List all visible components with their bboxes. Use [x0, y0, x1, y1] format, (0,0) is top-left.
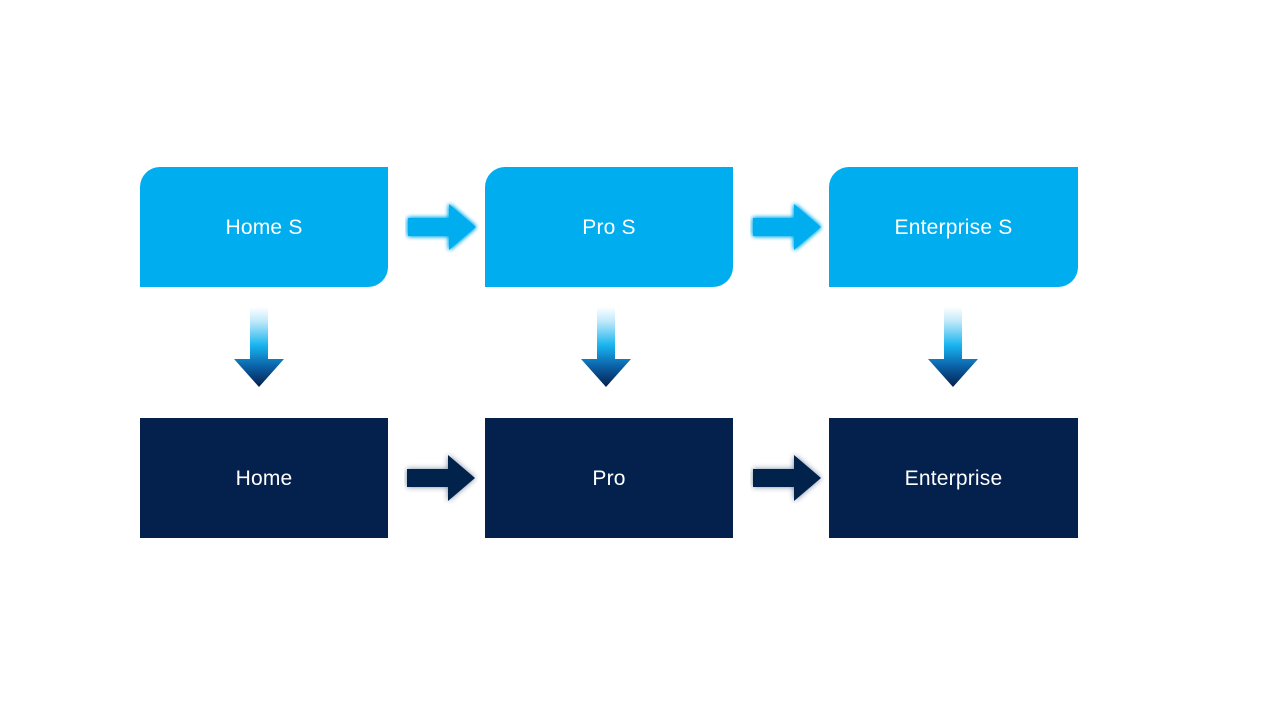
product-node-pro-label: Pro [592, 466, 626, 490]
service-node-home-s[interactable]: Home S [140, 167, 388, 287]
product-node-home-label: Home [235, 466, 293, 490]
arrow-right-icon-service-2 [750, 201, 824, 253]
service-node-pro-s-label: Pro S [582, 215, 636, 239]
product-node-enterprise-label: Enterprise [904, 466, 1003, 490]
arrow-right-icon-product-1 [404, 452, 478, 504]
product-node-pro[interactable]: Pro [485, 418, 733, 538]
service-node-pro-s[interactable]: Pro S [485, 167, 733, 287]
service-node-home-s-label: Home S [225, 215, 303, 239]
service-node-enterprise-s[interactable]: Enterprise S [829, 167, 1078, 287]
service-node-enterprise-s-label: Enterprise S [894, 215, 1013, 239]
product-node-home[interactable]: Home [140, 418, 388, 538]
arrow-right-icon-product-2 [750, 452, 824, 504]
arrow-down-icon-enterprise [925, 307, 981, 389]
product-node-enterprise[interactable]: Enterprise [829, 418, 1078, 538]
arrow-right-icon-service-1 [405, 201, 479, 253]
arrow-down-icon-home [231, 307, 287, 389]
arrow-down-icon-pro [578, 307, 634, 389]
